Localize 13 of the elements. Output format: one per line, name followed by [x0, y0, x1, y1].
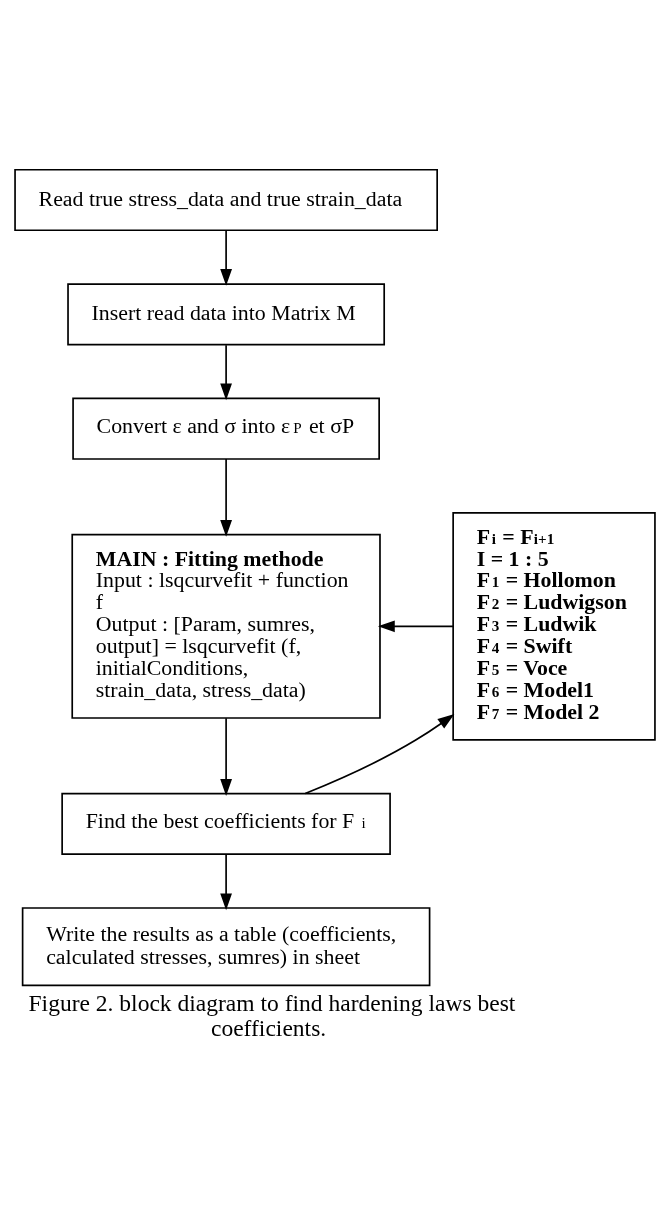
arrow — [377, 620, 454, 633]
arrow — [220, 344, 232, 401]
arrow — [220, 458, 232, 537]
node-box: MAIN : Fitting methode Input : lsqcurvefit + function f Output : [Param, sumres, output] = lsqcurvefit (f, initialConditions, strain_data, stress_data) — [71, 533, 381, 719]
node-box: Write the results as a table (coefficients, calculated stresses, sumres) in sheet — [21, 907, 431, 987]
node-box: Read true stress_data and true strain_data — [14, 168, 438, 232]
arrow — [220, 853, 232, 911]
node-box: Insert read data into Matrix M — [67, 283, 386, 346]
arrow — [220, 717, 232, 796]
arrow — [304, 713, 455, 795]
caption: Figure 2. block diagram to find hardening laws best coefficients. — [28, 989, 516, 1042]
arrow — [220, 230, 232, 286]
node-box: Convert ε and σ into εP et σP — [72, 397, 380, 460]
